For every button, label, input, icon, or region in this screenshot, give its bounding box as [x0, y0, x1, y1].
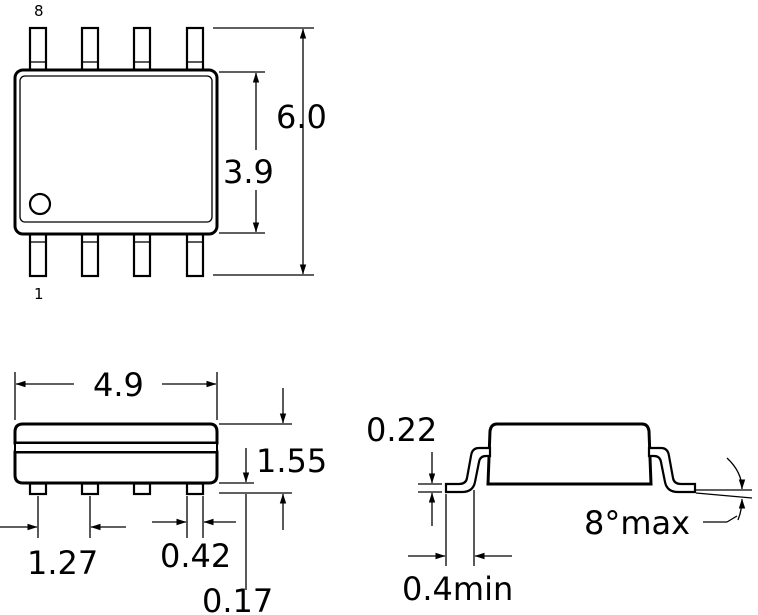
dim-label-body-length: 4.9 — [93, 366, 144, 404]
dim-overall-width: 6.0 — [213, 27, 327, 276]
dim-body-height: 1.55 — [219, 388, 327, 530]
dim-label-lead-pitch: 1.27 — [27, 544, 98, 582]
package-body-side — [13, 422, 219, 445]
pin1-marker-circle — [28, 192, 52, 216]
top-leads-upper — [28, 26, 205, 74]
pin-label-8: 8 — [34, 2, 44, 20]
dim-label-lead-angle: 8°max — [584, 504, 690, 542]
dim-label-body-width: 3.9 — [223, 153, 274, 191]
dim-label-overall-width: 6.0 — [276, 98, 327, 136]
dim-label-lead-thickness: 0.22 — [366, 411, 437, 449]
package-body-end — [486, 422, 653, 486]
dim-label-body-height: 1.55 — [256, 442, 327, 480]
dim-label-lead-width: 0.42 — [160, 537, 231, 575]
dim-lead-width: 0.42 — [152, 496, 236, 575]
side-view: 4.9 1.55 0.17 1.27 — [0, 366, 327, 615]
dim-body-width: 3.9 — [219, 71, 274, 234]
end-view: 0.22 0.4min 8°max — [366, 411, 753, 608]
dim-label-standoff: 0.17 — [202, 582, 273, 615]
package-body-top — [13, 68, 219, 236]
dim-label-foot-length: 0.4min — [402, 570, 513, 608]
dim-lead-pitch: 1.27 — [0, 496, 126, 582]
pin-label-1: 1 — [34, 285, 44, 303]
dim-lead-thickness: 0.22 — [366, 411, 442, 526]
top-leads-lower — [28, 230, 205, 278]
dim-standoff: 0.17 — [202, 448, 273, 615]
dim-lead-angle: 8°max — [584, 457, 753, 542]
lead-left-end — [444, 446, 492, 494]
lead-right-end — [647, 446, 697, 494]
dim-body-length: 4.9 — [14, 366, 218, 420]
dim-foot-length: 0.4min — [402, 490, 513, 608]
top-view: 8 1 6.0 3.9 — [13, 2, 327, 303]
